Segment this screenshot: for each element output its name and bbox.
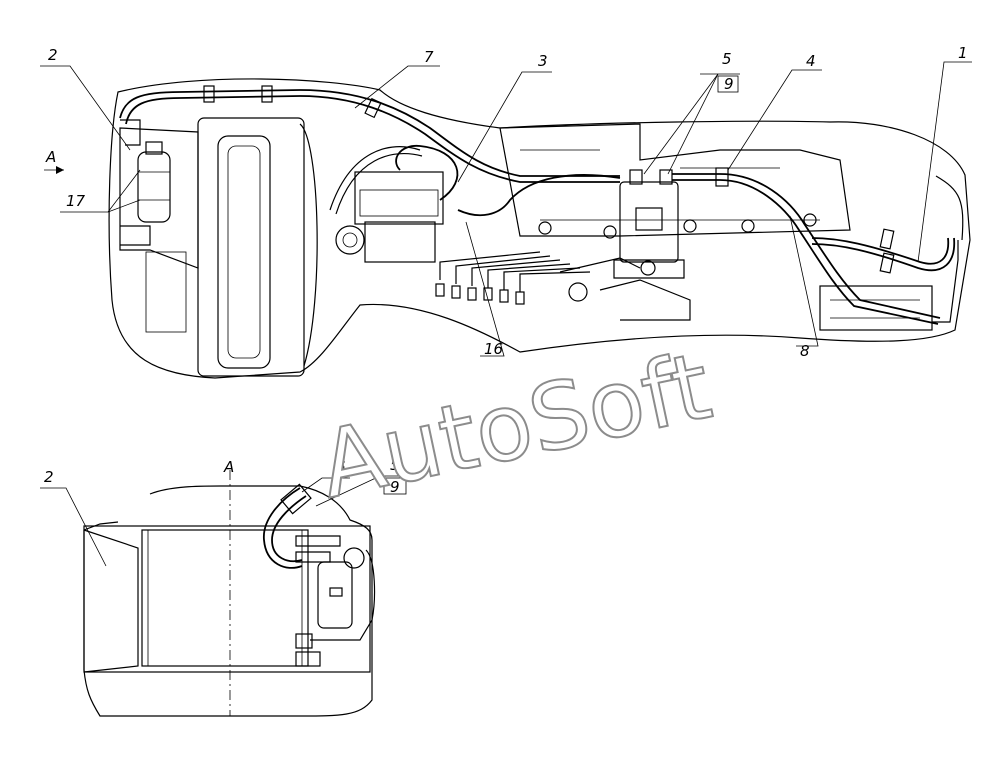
- watermark: AutoSoft: [311, 332, 720, 519]
- callout-A: A: [45, 148, 56, 166]
- pipe-4: [672, 173, 941, 319]
- engine-top-view: [108, 78, 971, 379]
- leader-lines-view-A: [40, 475, 407, 567]
- injector-lines: [435, 251, 591, 305]
- housing-box: [83, 525, 371, 673]
- pipe-6: [263, 487, 303, 569]
- callout-2-view-A: 2: [44, 468, 54, 486]
- radiator-core: [217, 135, 271, 369]
- view-A-outline: [83, 485, 373, 717]
- view-A: [83, 470, 376, 717]
- callout-9: 9: [724, 75, 734, 93]
- callout-3: 3: [538, 52, 548, 70]
- lower-tank: [819, 285, 933, 331]
- pipe-7: [119, 89, 620, 177]
- cylinder-head: [499, 123, 851, 237]
- cooler-block: [119, 127, 199, 269]
- callout-A-view-title: A: [223, 458, 234, 476]
- radiator-inner: [227, 145, 261, 359]
- arrow-A: [56, 166, 64, 174]
- filter-view-A: [317, 561, 353, 629]
- callouts: 1 2 3 4 5 9 7 8 16 17 A 2 A 6 5 9: [44, 44, 968, 496]
- callout-7: 7: [424, 48, 434, 66]
- pipe-1: [811, 237, 950, 265]
- lower-bracket: [145, 251, 187, 333]
- callout-17: 17: [66, 192, 86, 210]
- callout-5: 5: [722, 50, 732, 68]
- callout-4: 4: [806, 52, 816, 70]
- fuel-filter: [619, 181, 679, 263]
- callout-2: 2: [48, 46, 58, 64]
- callout-1: 1: [958, 44, 968, 62]
- callout-9-view-A: 9: [390, 478, 400, 496]
- fan-shroud: [299, 123, 318, 367]
- engine-outline: [108, 78, 971, 379]
- radiator-housing: [197, 117, 305, 377]
- filter-17: [137, 151, 171, 223]
- pipe-3: [395, 145, 459, 201]
- callout-5-view-A: 5: [390, 456, 400, 474]
- callout-8: 8: [800, 342, 810, 360]
- callout-16: 16: [484, 340, 503, 358]
- leader-lines-top: [40, 61, 972, 357]
- callout-6-view-A: 6: [336, 458, 346, 476]
